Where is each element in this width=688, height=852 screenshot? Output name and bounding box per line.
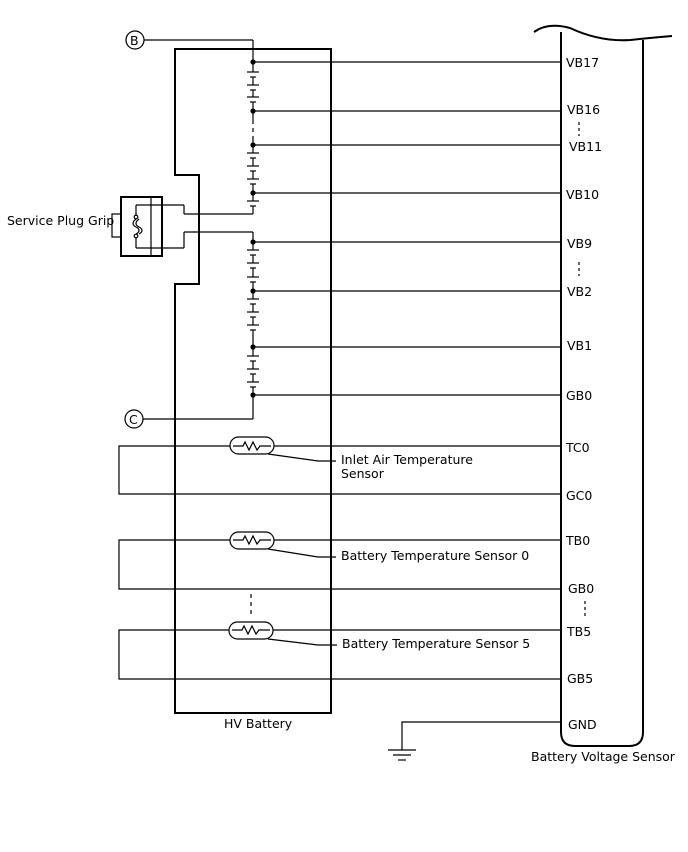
connector-b-label: B xyxy=(130,33,139,48)
terminal-tb5: TB5 xyxy=(566,624,591,639)
terminal-vb2: VB2 xyxy=(567,284,592,299)
terminal-tb0: TB0 xyxy=(565,533,590,548)
terminal-tc0: TC0 xyxy=(565,440,590,455)
terminal-vb9: VB9 xyxy=(567,236,592,251)
terminal-labels: VB17 VB16 VB11 VB10 VB9 VB2 VB1 GB0 TC0 … xyxy=(565,55,602,732)
hv-battery-outline: HV Battery xyxy=(174,48,332,731)
terminal-vb1: VB1 xyxy=(567,338,592,353)
terminal-gnd: GND xyxy=(568,717,597,732)
battery-voltage-sensor: Battery Voltage Sensor xyxy=(531,24,676,764)
battery-temperature-sensor-5: Battery Temperature Sensor 5 xyxy=(118,621,561,680)
ground-symbol xyxy=(388,721,561,761)
connector-c: C xyxy=(124,395,254,429)
lower-cell-stack xyxy=(247,239,259,398)
battery-temp-sensor-5-label: Battery Temperature Sensor 5 xyxy=(342,636,530,651)
battery-temp-sensor-0-label: Battery Temperature Sensor 0 xyxy=(341,548,529,563)
terminal-gc0: GC0 xyxy=(566,488,592,503)
hv-battery-label: HV Battery xyxy=(224,716,293,731)
voltage-tap-wires xyxy=(253,61,561,396)
inlet-air-label-line1: Inlet Air Temperature xyxy=(341,452,473,467)
battery-temperature-sensor-0: Battery Temperature Sensor 0 xyxy=(118,531,561,590)
terminal-vb17: VB17 xyxy=(566,55,599,70)
service-plug-grip: Service Plug Grip xyxy=(7,196,254,257)
terminal-vb11: VB11 xyxy=(569,139,602,154)
inlet-air-label-line2: Sensor xyxy=(341,466,385,481)
terminal-vb10: VB10 xyxy=(566,187,599,202)
terminal-gb0-top: GB0 xyxy=(566,388,592,403)
sensor-box-label: Battery Voltage Sensor xyxy=(531,749,676,764)
upper-cell-stack xyxy=(247,59,259,214)
terminal-gb0-mid: GB0 xyxy=(568,581,594,596)
terminal-gb5: GB5 xyxy=(567,671,593,686)
inlet-air-temperature-sensor: Inlet Air Temperature Sensor xyxy=(118,436,561,495)
terminal-vb16: VB16 xyxy=(567,102,600,117)
connector-c-label: C xyxy=(129,412,138,427)
service-plug-label: Service Plug Grip xyxy=(7,213,114,228)
connector-b: B xyxy=(125,30,254,62)
